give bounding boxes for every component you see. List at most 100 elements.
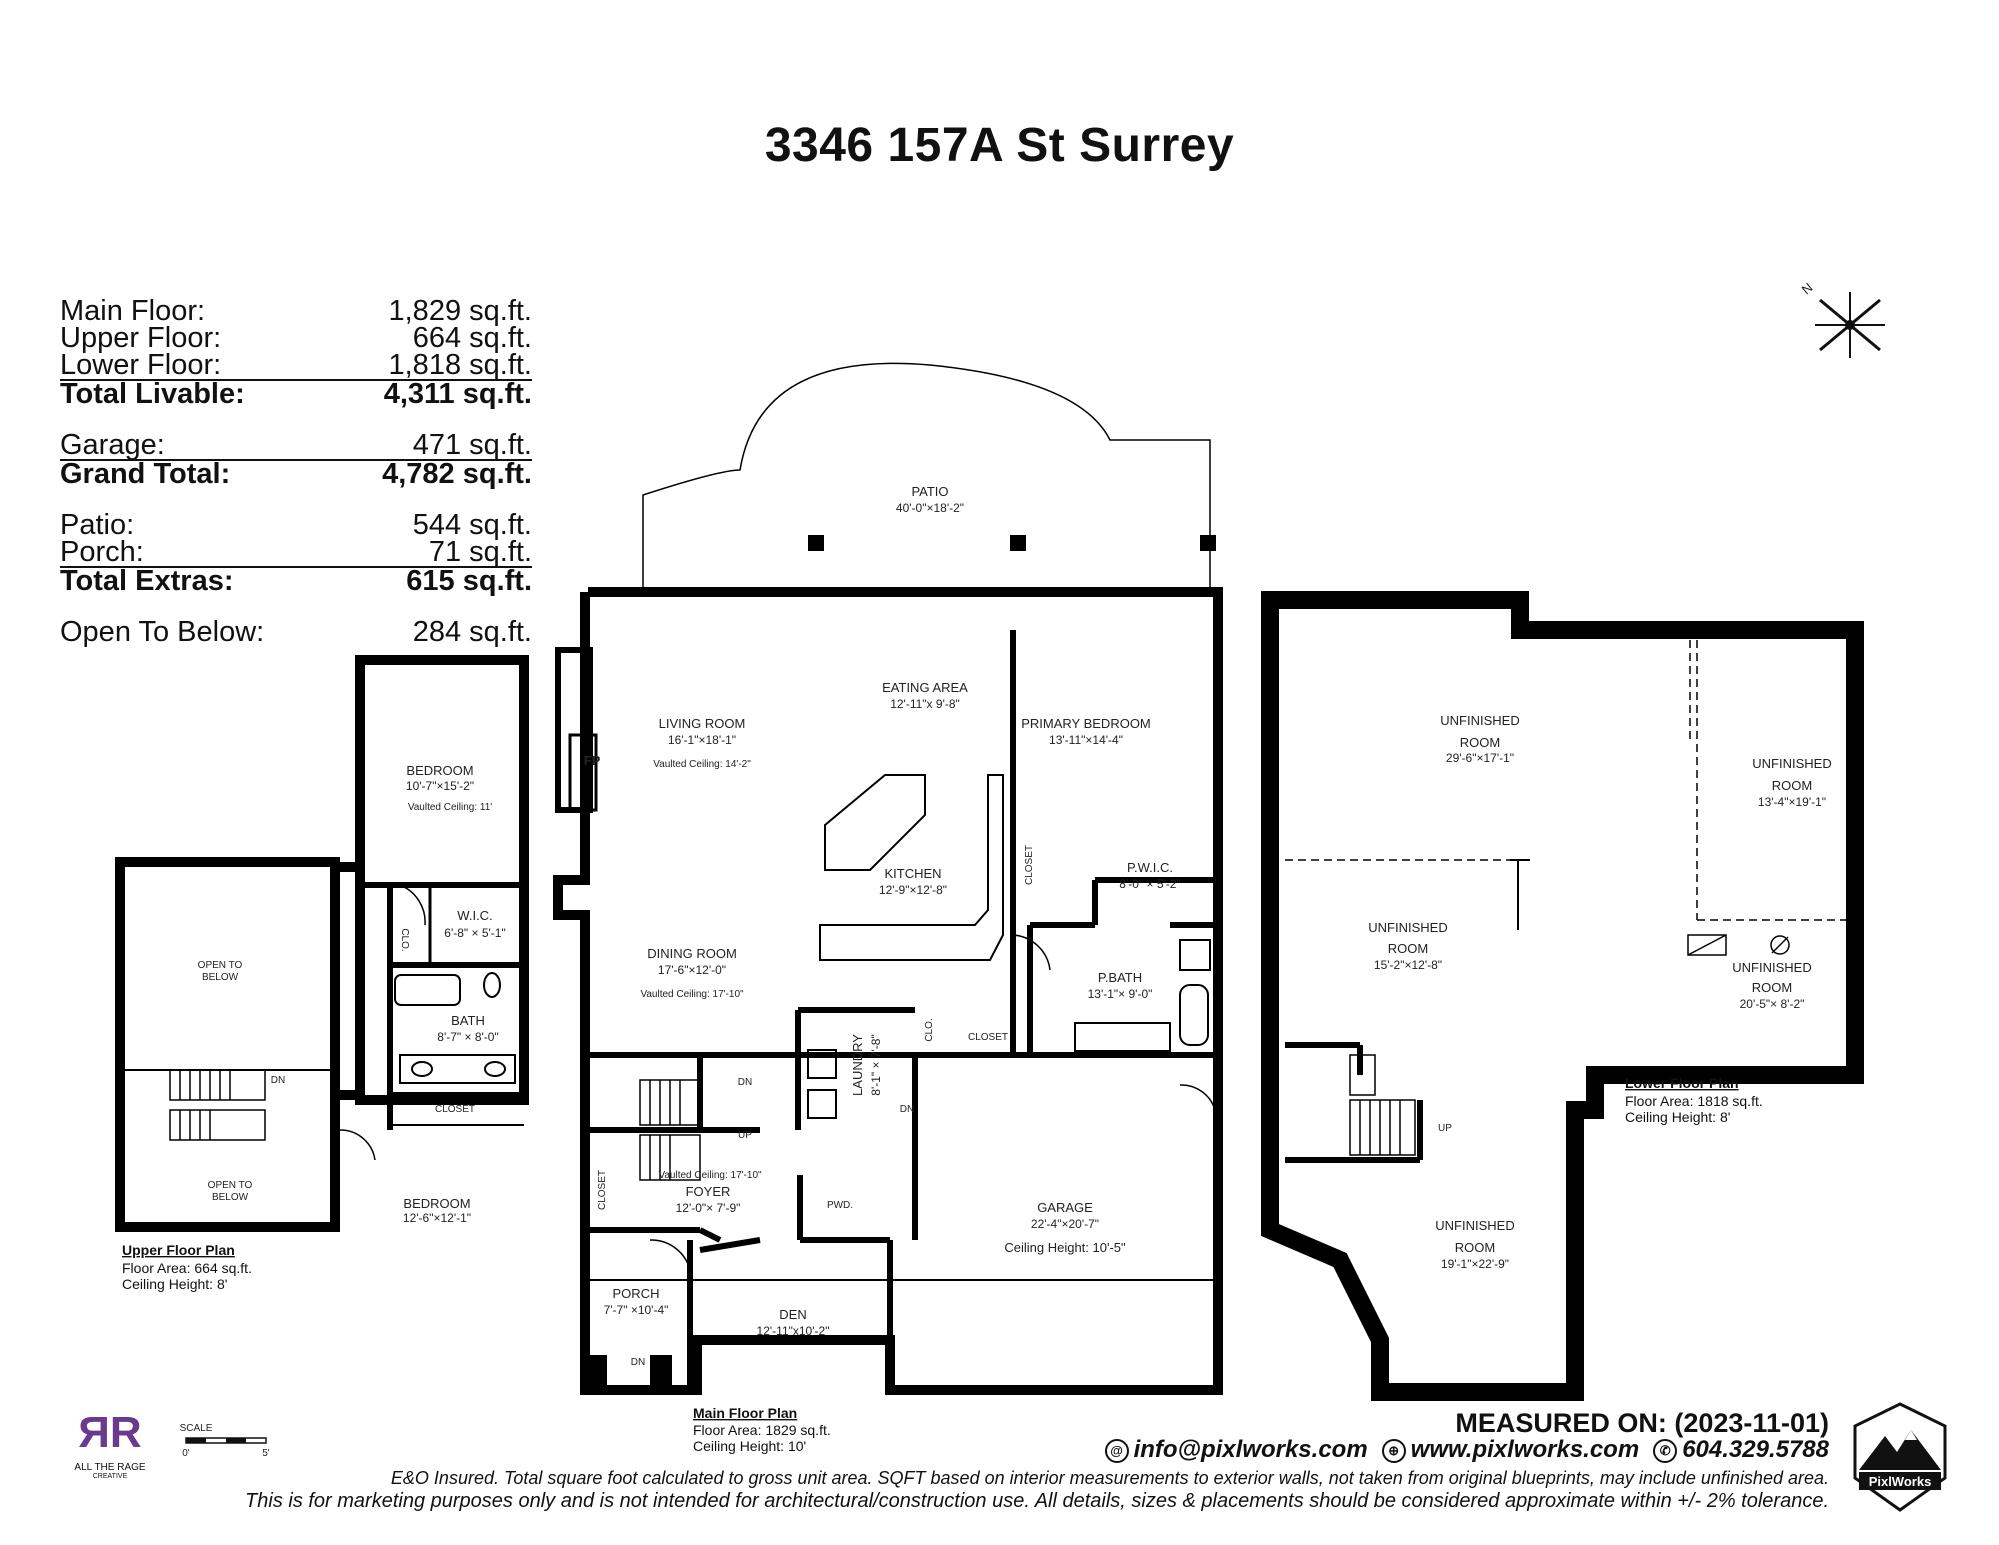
area-row: Grand Total:4,782 sq.ft.	[60, 458, 532, 490]
web-contact[interactable]: ⊕www.pixlworks.com	[1381, 1436, 1640, 1464]
upper-open1-l2: BELOW	[202, 972, 239, 983]
main-dn3-label: DN	[631, 1357, 645, 1368]
area-value: 615 sq.ft.	[406, 565, 532, 597]
area-row: Porch:71 sq.ft.	[60, 536, 532, 568]
upper-bedroom1-note: Vaulted Ceiling: 11'	[408, 802, 492, 813]
scale-bar: SCALE 0' 5'	[180, 1423, 270, 1459]
upper-bedroom1-dims: 10'-7"×15'-2"	[406, 779, 474, 793]
lower-r5-l2: ROOM	[1455, 1240, 1495, 1255]
main-foyer-name: FOYER	[686, 1184, 731, 1199]
main-porch-name: PORCH	[613, 1286, 660, 1301]
area-label: Upper Floor:	[60, 322, 222, 354]
area-value: 1,829 sq.ft.	[388, 295, 533, 327]
phone-icon: ✆	[1653, 1439, 1678, 1463]
phone-contact[interactable]: ✆604.329.5788	[1653, 1436, 1829, 1464]
compass-icon: N	[1799, 280, 1885, 358]
lower-r2-dims: 13'-4"×19'-1"	[1758, 795, 1826, 809]
area-label: Main Floor:	[60, 295, 206, 327]
upper-bedroom1-name: BEDROOM	[406, 763, 473, 778]
main-den-dims: 12'-11"x10'-2"	[757, 1324, 830, 1338]
upper-bedroom2-dims: 12'-6"×12'-1"	[403, 1211, 471, 1225]
logo-mark: ЯR	[78, 1408, 142, 1457]
upper-bedroom2-name: BEDROOM	[403, 1196, 470, 1211]
lower-r3-l2: ROOM	[1388, 941, 1428, 956]
main-plan-area: Floor Area: 1829 sq.ft.	[693, 1422, 831, 1438]
upper-open2-l2: BELOW	[212, 1192, 249, 1203]
main-living-note: Vaulted Ceiling: 14'-2"	[653, 759, 751, 770]
area-value: 1,818 sq.ft.	[388, 349, 533, 381]
area-label: Porch:	[60, 536, 144, 568]
main-up-label: UP	[738, 1130, 752, 1141]
upper-bath-name: BATH	[451, 1013, 485, 1028]
main-fp-label: FP	[584, 753, 601, 768]
main-dining-note: Vaulted Ceiling: 17'-10"	[640, 989, 744, 1000]
area-label: Open To Below:	[60, 616, 265, 648]
scale-max: 5'	[262, 1448, 270, 1459]
area-value: 664 sq.ft.	[412, 322, 532, 354]
main-den-name: DEN	[779, 1307, 806, 1322]
phone-text: 604.329.5788	[1682, 1436, 1829, 1463]
upper-open2-l1: OPEN TO	[208, 1180, 253, 1191]
pixlworks-logo: PixlWorks	[1845, 1400, 1955, 1515]
area-row: Total Livable: 4,311 sq.ft.	[60, 378, 532, 410]
main-clo-label: CLO.	[924, 1018, 935, 1041]
upper-floor-plan	[115, 655, 529, 1232]
area-label: Total Livable:	[60, 378, 245, 410]
main-pbath-dims: 13'-1"× 9'-0"	[1088, 987, 1153, 1001]
scale-min: 0'	[182, 1448, 190, 1459]
area-value: 544 sq.ft.	[412, 509, 532, 541]
area-row: Main Floor: 1,829 sq.ft.	[60, 295, 533, 327]
upper-plan-area: Floor Area: 664 sq.ft.	[122, 1260, 252, 1276]
area-label: Garage:	[60, 429, 165, 461]
main-garage-dims: 22'-4"×20'-7"	[1031, 1217, 1099, 1231]
main-living-name: LIVING ROOM	[659, 716, 746, 731]
area-label: Grand Total:	[60, 458, 231, 490]
upper-bath-dims: 8'-7" × 8'-0"	[437, 1030, 498, 1044]
main-pwic-name: P.W.I.C.	[1127, 860, 1173, 875]
upper-plan-ceiling: Ceiling Height: 8'	[122, 1276, 227, 1292]
area-value: 284 sq.ft.	[412, 616, 532, 648]
main-dining-dims: 17'-6"×12'-0"	[658, 963, 726, 977]
main-plan-ceiling: Ceiling Height: 10'	[693, 1438, 806, 1454]
lower-r5-l1: UNFINISHED	[1435, 1218, 1514, 1233]
area-value: 4,311 sq.ft.	[383, 378, 532, 410]
main-patio-dims: 40'-0"×18'-2"	[896, 501, 964, 515]
email-icon: @	[1104, 1439, 1129, 1463]
upper-wic-name: W.I.C.	[457, 908, 492, 923]
main-plan-title: Main Floor Plan	[693, 1405, 797, 1421]
lower-floor-plan	[1261, 591, 1864, 1401]
area-row: Garage:471 sq.ft.	[60, 429, 532, 461]
main-pwd-label: PWD.	[827, 1200, 853, 1211]
main-garage-note: Ceiling Height: 10'-5"	[1004, 1240, 1126, 1255]
main-kitchen-dims: 12'-9"×12'-8"	[879, 883, 947, 897]
lower-r2-l2: ROOM	[1772, 778, 1812, 793]
lower-r1-l2: ROOM	[1460, 735, 1500, 750]
main-pbath-name: P.BATH	[1098, 970, 1142, 985]
main-porch-dims: 7'-7" ×10'-4"	[604, 1303, 669, 1317]
main-pwic-dims: 8'-0" × 5'-2"	[1119, 877, 1180, 891]
area-label: Total Extras:	[60, 565, 234, 597]
upper-plan-title: Upper Floor Plan	[122, 1242, 235, 1258]
lower-r1-dims: 29'-6"×17'-1"	[1446, 751, 1514, 765]
main-dn1-label: DN	[738, 1077, 752, 1088]
scale-label: SCALE	[180, 1423, 213, 1434]
lower-r4-l2: ROOM	[1752, 980, 1792, 995]
property-title: 3346 157A St Surrey	[764, 119, 1235, 172]
lower-up-label: UP	[1438, 1123, 1452, 1134]
main-closet3-label: CLOSET	[597, 1170, 608, 1210]
logo-sub: CREATIVE	[92, 1473, 128, 1480]
main-foyer-dims: 12'-0"× 7'-9"	[676, 1201, 741, 1215]
pixlworks-logo-text: PixlWorks	[1869, 1474, 1932, 1489]
main-patio-name: PATIO	[911, 484, 948, 499]
web-text: www.pixlworks.com	[1410, 1436, 1640, 1463]
email-contact[interactable]: @info@pixlworks.com	[1104, 1436, 1368, 1464]
upper-clo-label: CLO.	[399, 928, 410, 951]
main-dining-name: DINING ROOM	[647, 946, 737, 961]
main-laundry-dims: 8'-1" × 7'-8"	[869, 1034, 883, 1095]
main-primary-dims: 13'-11"×14'-4"	[1049, 733, 1123, 747]
lower-r1-l1: UNFINISHED	[1440, 713, 1519, 728]
area-row: Upper Floor: 664 sq.ft.	[60, 322, 532, 354]
main-closet1-label: CLOSET	[1024, 845, 1035, 885]
main-eating-name: EATING AREA	[882, 680, 968, 695]
